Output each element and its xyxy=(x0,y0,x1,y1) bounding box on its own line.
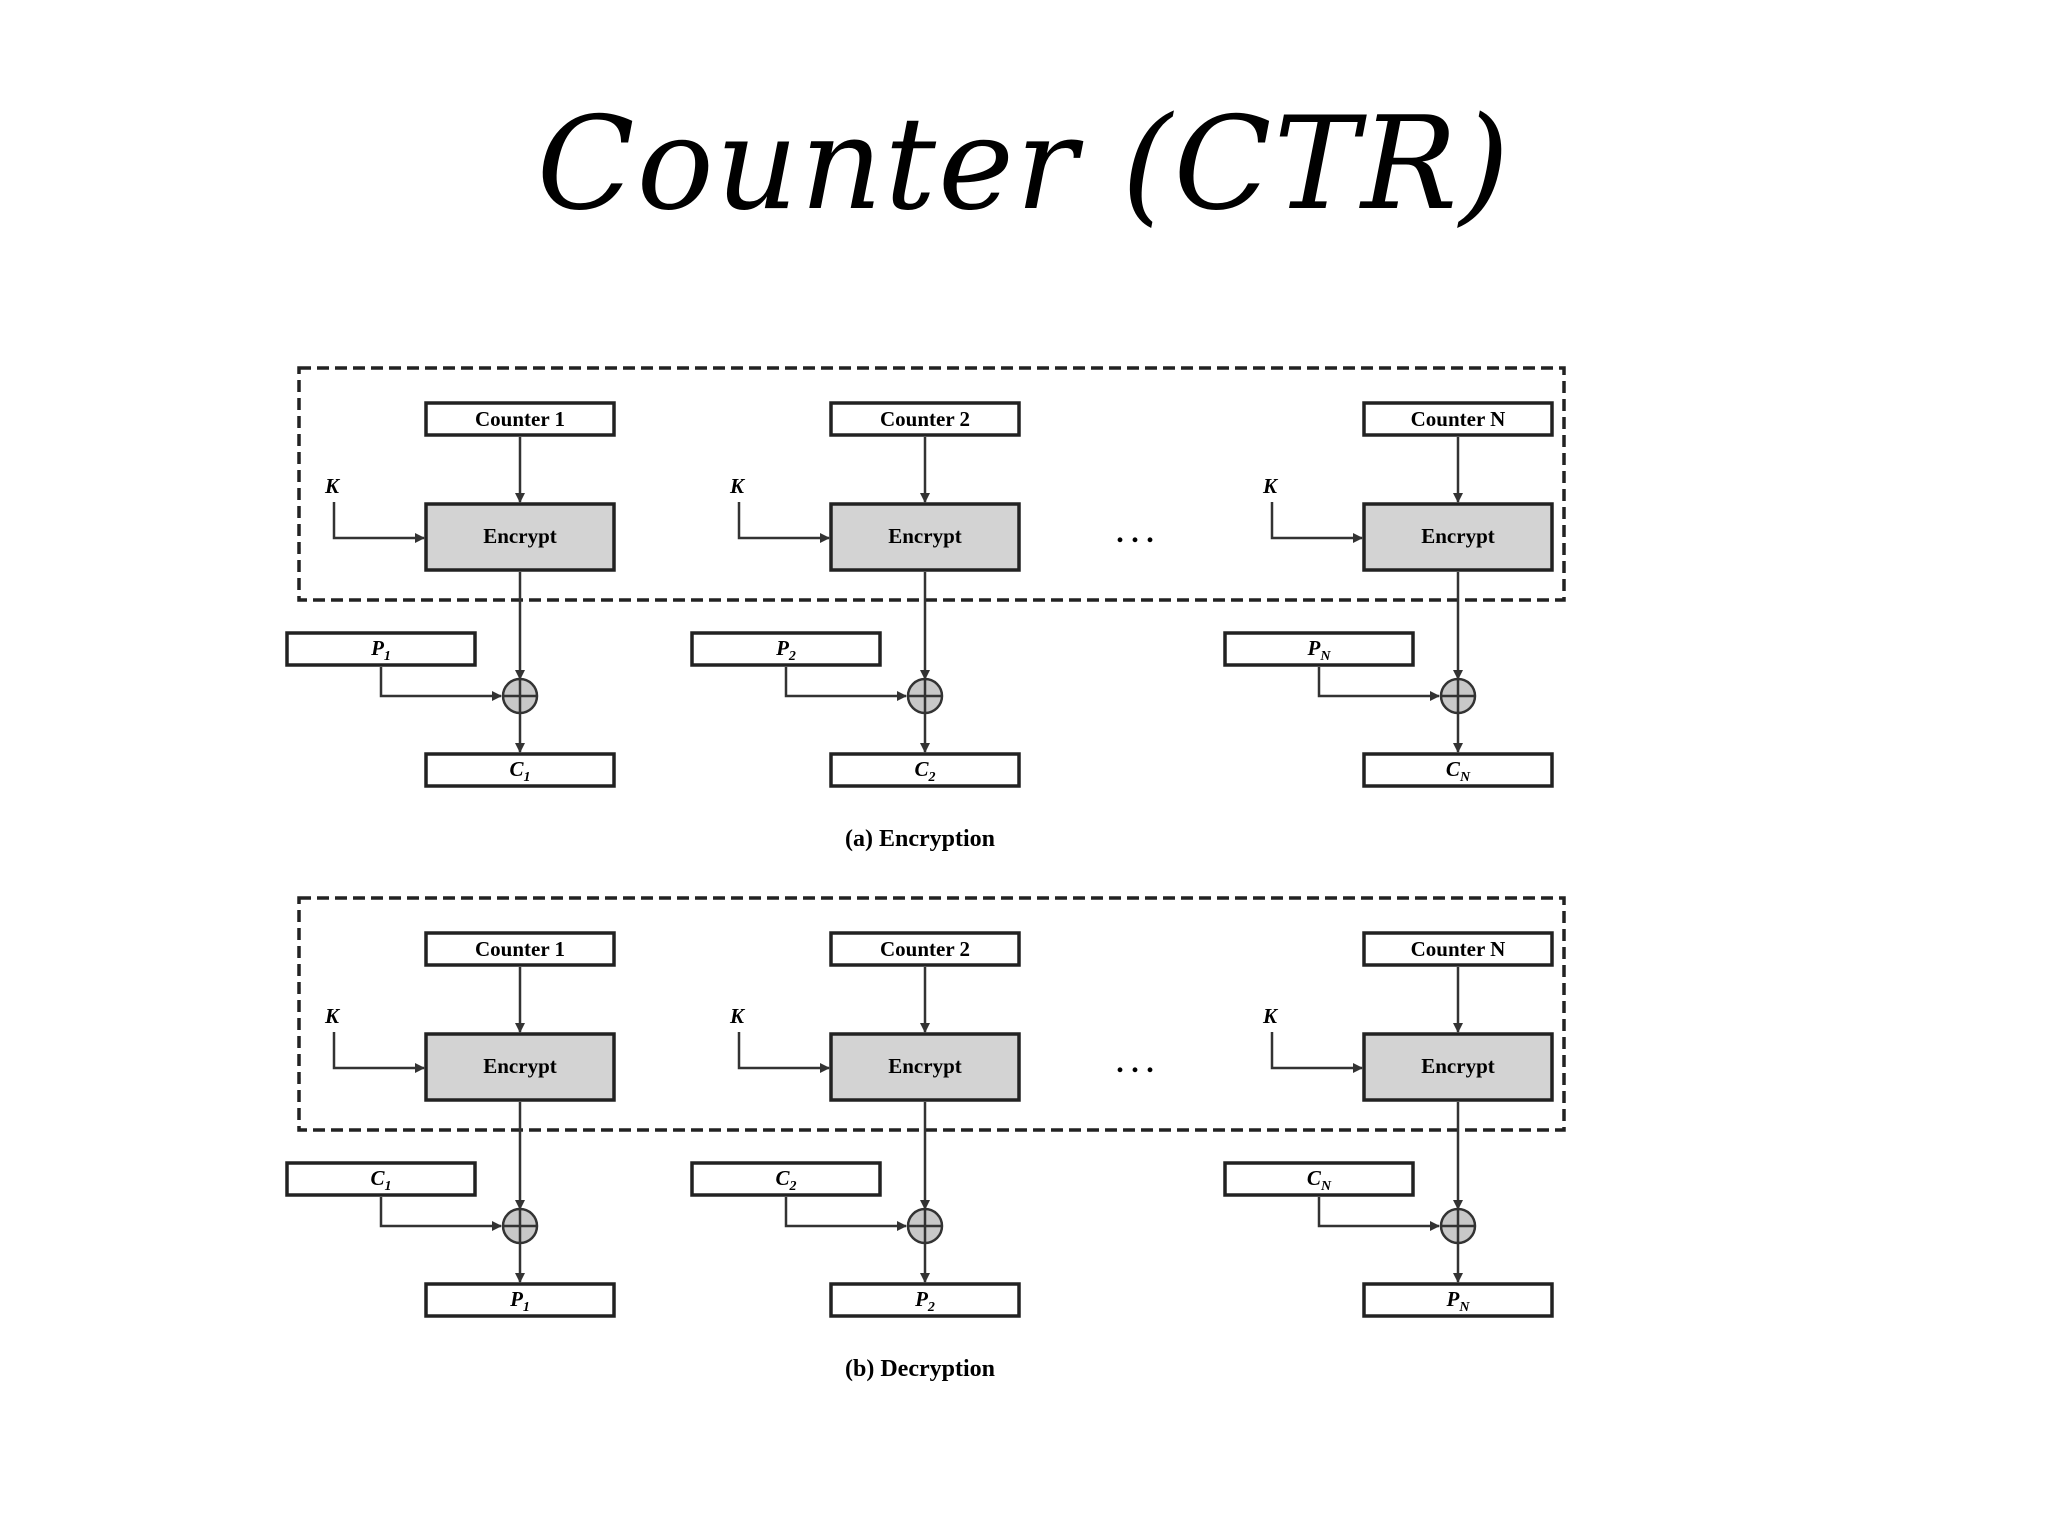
counter-box xyxy=(1362,931,1554,967)
ellipsis: . . . xyxy=(1116,516,1154,549)
arrow-key-to-encrypt xyxy=(1270,502,1363,543)
encrypt-label: Encrypt xyxy=(483,1054,557,1078)
xor-icon xyxy=(501,677,539,715)
counter-label: Counter 1 xyxy=(475,937,565,961)
encrypt-box xyxy=(1362,1032,1554,1102)
output-label: C2 xyxy=(914,757,935,785)
arrow-key-to-encrypt xyxy=(737,1032,830,1073)
counter-label: Counter 1 xyxy=(475,407,565,431)
stage-3: Counter N Encrypt K PN CN xyxy=(1223,401,1554,788)
counter-box xyxy=(424,401,616,437)
output-label: C1 xyxy=(509,757,530,785)
output-box xyxy=(1362,752,1554,788)
counter-box xyxy=(829,931,1021,967)
input-label: CN xyxy=(1307,1166,1332,1194)
output-box xyxy=(829,752,1021,788)
encrypt-box xyxy=(829,502,1021,572)
arrow-input-to-xor xyxy=(379,1197,502,1231)
output-label: CN xyxy=(1446,757,1471,785)
xor-icon xyxy=(501,1207,539,1245)
input-box xyxy=(690,631,882,667)
encrypt-box xyxy=(1362,502,1554,572)
encrypt-label: Encrypt xyxy=(888,524,962,548)
arrow-input-to-xor xyxy=(379,667,502,701)
counter-box xyxy=(424,931,616,967)
input-box xyxy=(285,631,477,667)
input-label: P1 xyxy=(370,636,391,664)
arrow-key-to-encrypt xyxy=(332,502,425,543)
encrypt-label: Encrypt xyxy=(483,524,557,548)
dashed-boundary xyxy=(297,896,1566,1132)
key-label: K xyxy=(1262,1004,1279,1028)
counter-label: Counter 2 xyxy=(880,407,970,431)
input-label: C1 xyxy=(370,1166,391,1194)
encrypt-label: Encrypt xyxy=(888,1054,962,1078)
input-label: PN xyxy=(1307,636,1332,664)
ellipsis: . . . xyxy=(1116,1046,1154,1079)
panel-caption: (b) Decryption xyxy=(845,1356,995,1382)
encrypt-box xyxy=(424,502,616,572)
encrypt-label: Encrypt xyxy=(1421,524,1495,548)
output-label: PN xyxy=(1446,1287,1471,1315)
key-label: K xyxy=(324,474,341,498)
input-box xyxy=(285,1161,477,1197)
arrow-input-to-xor xyxy=(1317,667,1440,701)
counter-label: Counter N xyxy=(1411,937,1506,961)
counter-label: Counter 2 xyxy=(880,937,970,961)
slide-title: Counter (CTR) xyxy=(536,90,1512,239)
arrow-input-to-xor xyxy=(1317,1197,1440,1231)
key-label: K xyxy=(1262,474,1279,498)
xor-icon xyxy=(1439,677,1477,715)
arrow-key-to-encrypt xyxy=(332,1032,425,1073)
encrypt-label: Encrypt xyxy=(1421,1054,1495,1078)
output-box xyxy=(424,752,616,788)
key-label: K xyxy=(729,474,746,498)
encrypt-box xyxy=(829,1032,1021,1102)
key-label: K xyxy=(324,1004,341,1028)
counter-label: Counter N xyxy=(1411,407,1506,431)
panel-caption: (a) Encryption xyxy=(845,826,995,852)
output-box xyxy=(424,1282,616,1318)
arrow-key-to-encrypt xyxy=(1270,1032,1363,1073)
dashed-boundary xyxy=(297,366,1566,602)
xor-icon xyxy=(1439,1207,1477,1245)
arrow-input-to-xor xyxy=(784,1197,907,1231)
encrypt-box xyxy=(424,1032,616,1102)
output-label: P1 xyxy=(509,1287,530,1315)
stage-3: Counter N Encrypt K CN PN xyxy=(1223,931,1554,1318)
counter-box xyxy=(829,401,1021,437)
key-label: K xyxy=(729,1004,746,1028)
output-box xyxy=(829,1282,1021,1318)
xor-icon xyxy=(906,677,944,715)
output-label: P2 xyxy=(914,1287,935,1315)
counter-box xyxy=(1362,401,1554,437)
input-label: C2 xyxy=(775,1166,796,1194)
arrow-input-to-xor xyxy=(784,667,907,701)
input-label: P2 xyxy=(775,636,796,664)
output-box xyxy=(1362,1282,1554,1318)
input-box xyxy=(1223,1161,1415,1197)
xor-icon xyxy=(906,1207,944,1245)
arrow-key-to-encrypt xyxy=(737,502,830,543)
input-box xyxy=(1223,631,1415,667)
input-box xyxy=(690,1161,882,1197)
